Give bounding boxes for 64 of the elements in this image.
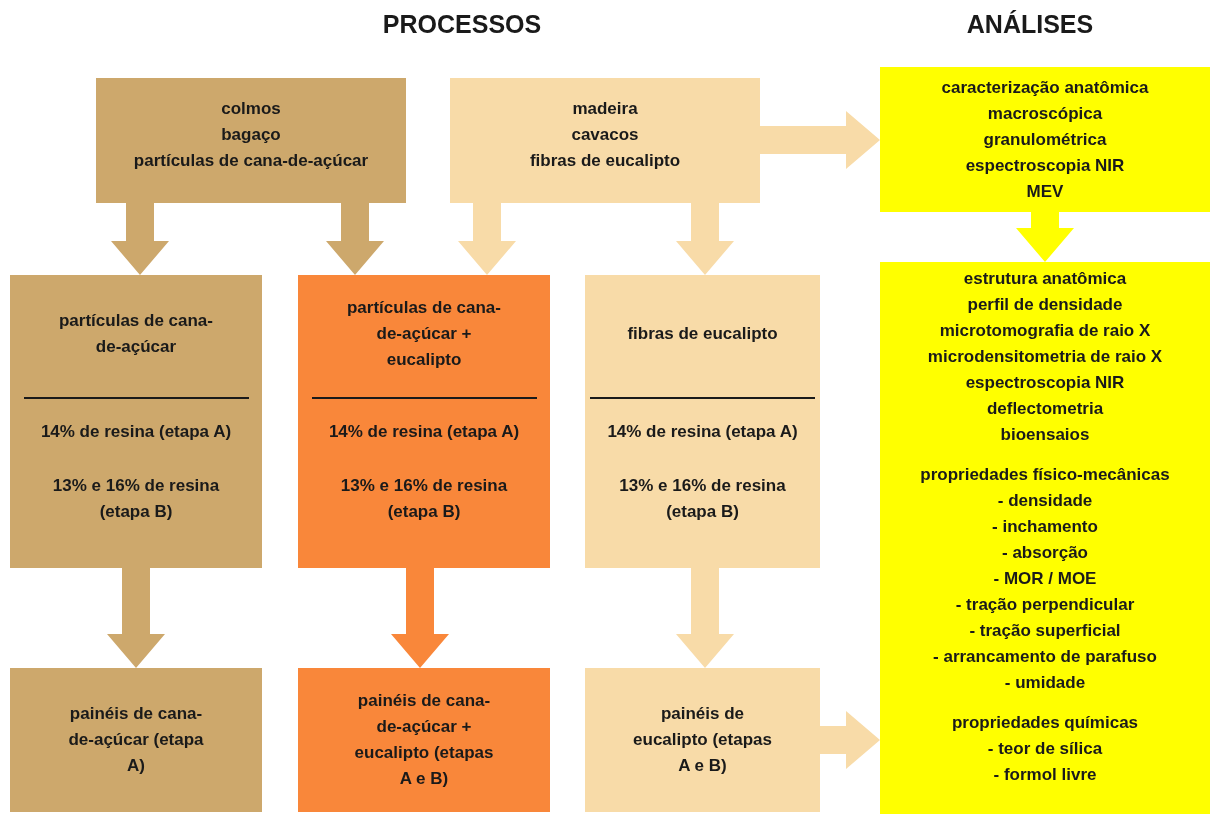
- box-text: estrutura anatômica: [963, 268, 1127, 290]
- box-text: - formol livre: [993, 764, 1097, 786]
- box-text: propriedades químicas: [951, 712, 1139, 734]
- box-text: partículas de cana-de-açúcar: [58, 310, 214, 358]
- process-box: [585, 275, 820, 568]
- block-arrow: [676, 203, 734, 275]
- box-text: granulométrica: [983, 128, 1107, 151]
- process-box: [10, 275, 262, 568]
- box-text: 13% e 16% de resina (etapa B): [618, 475, 787, 523]
- box-text: - arrancamento de parafuso: [933, 646, 1157, 668]
- block-arrow: [1016, 212, 1074, 262]
- analysis-box: [880, 67, 1210, 212]
- box-text: bagaço: [221, 123, 281, 146]
- box-text: partículas de cana-de-açúcar: [133, 149, 369, 172]
- box-text: microdensitometria de raio X: [927, 346, 1163, 368]
- box-text: partículas de cana-de-açúcar + eucalipto: [346, 297, 502, 371]
- box-text: deflectometria: [986, 398, 1104, 420]
- box-text: painéis de eucalipto (etapas A e B): [632, 703, 773, 777]
- box-text: fibras de eucalipto: [627, 323, 778, 345]
- box-text: - umidade: [1004, 672, 1086, 694]
- box-text: espectroscopia NIR: [965, 154, 1125, 177]
- box-text: fibras de eucalipto: [529, 149, 681, 172]
- box-text: caracterização anatômica: [941, 76, 1149, 99]
- box-text: - densidade: [997, 490, 1093, 512]
- box-text: - teor de sílica: [987, 738, 1103, 760]
- box-text: painéis de cana-de-açúcar + eucalipto (etapas A e B): [353, 690, 495, 790]
- process-box: [585, 668, 820, 812]
- column-title: ANÁLISES: [965, 10, 1095, 39]
- process-box: [450, 78, 760, 203]
- box-text: - tração perpendicular: [955, 594, 1135, 616]
- box-text: bioensaios: [1000, 424, 1090, 446]
- box-text: 14% de resina (etapa A): [40, 421, 232, 443]
- box-text: 14% de resina (etapa A): [607, 421, 798, 443]
- block-arrow: [458, 203, 516, 275]
- process-box: [298, 668, 550, 812]
- box-text: colmos: [221, 97, 281, 120]
- box-text: macroscópica: [987, 102, 1103, 125]
- box-text: - absorção: [1002, 542, 1088, 564]
- block-arrow: [676, 568, 734, 668]
- block-arrow: [111, 203, 169, 275]
- box-text: painéis de cana-de-açúcar (etapa A): [67, 703, 205, 777]
- column-title: PROCESSOS: [381, 10, 543, 39]
- box-text: - inchamento: [992, 516, 1098, 538]
- box-text: espectroscopia NIR: [965, 372, 1125, 394]
- box-text: - MOR / MOE: [993, 568, 1097, 590]
- block-arrow: [820, 711, 880, 769]
- block-arrow: [107, 568, 165, 668]
- box-text: 14% de resina (etapa A): [328, 421, 520, 443]
- analysis-box: [880, 262, 1210, 814]
- block-arrow: [760, 111, 880, 169]
- box-text: madeira: [572, 97, 638, 120]
- box-text: cavacos: [571, 123, 639, 146]
- box-text: - tração superficial: [969, 620, 1121, 642]
- box-text: MEV: [1026, 180, 1064, 203]
- box-text: 13% e 16% de resina (etapa B): [339, 475, 509, 523]
- process-box: [96, 78, 406, 203]
- process-box: [298, 275, 550, 568]
- block-arrow: [326, 203, 384, 275]
- box-text: perfil de densidade: [967, 294, 1123, 316]
- box-text: microtomografia de raio X: [939, 320, 1151, 342]
- process-box: [10, 668, 262, 812]
- box-text: propriedades físico-mecânicas: [920, 464, 1170, 486]
- block-arrow: [391, 568, 449, 668]
- box-text: 13% e 16% de resina (etapa B): [51, 475, 221, 523]
